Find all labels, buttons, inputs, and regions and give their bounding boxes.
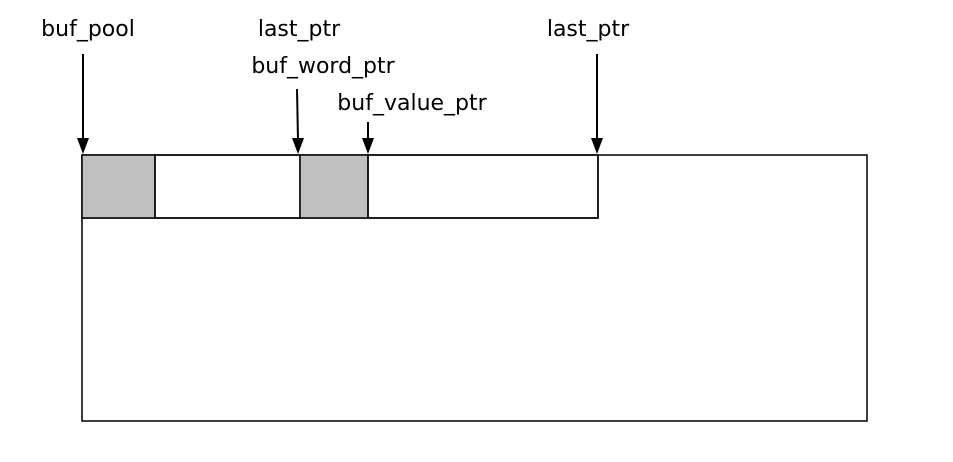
entry-1-header bbox=[81, 154, 156, 219]
entry-2-body bbox=[367, 154, 599, 219]
buf-value-ptr-arrow bbox=[362, 122, 374, 154]
entry-2-header bbox=[299, 154, 369, 219]
last-ptr-new-arrow bbox=[591, 54, 603, 154]
last-ptr-new-label: last_ptr bbox=[547, 17, 630, 42]
last-ptr-old-arrow bbox=[292, 88, 304, 154]
buf-pool-arrow bbox=[77, 54, 89, 154]
last-ptr-old-label: last_ptr bbox=[258, 17, 341, 42]
buf-pool-label: buf_pool bbox=[41, 17, 135, 42]
buffer-pool-rect bbox=[81, 154, 868, 422]
entry-1-body bbox=[154, 154, 301, 219]
buf-word-ptr-label: buf_word_ptr bbox=[251, 54, 395, 79]
buf-value-ptr-label: buf_value_ptr bbox=[337, 91, 487, 116]
